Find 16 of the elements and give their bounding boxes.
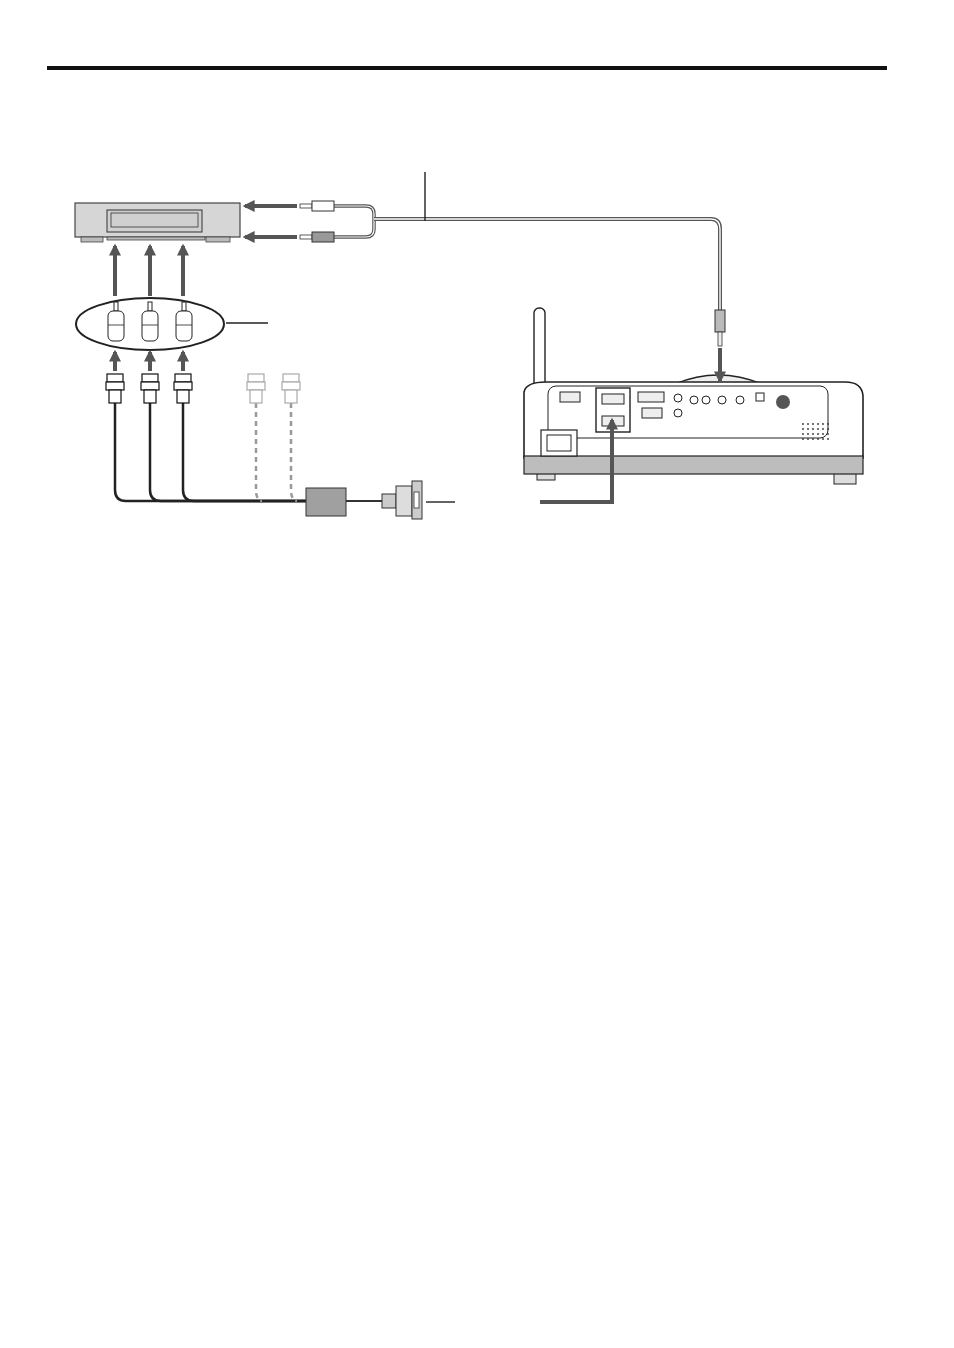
arrow [109, 243, 121, 296]
audio-cable-drawing [297, 198, 729, 348]
arrow [242, 231, 297, 243]
arrow [242, 200, 297, 212]
arrow [540, 417, 618, 504]
leader-line [424, 171, 426, 222]
projector-drawing [521, 306, 865, 486]
arrow [177, 349, 189, 371]
arrow [144, 243, 156, 296]
arrow [177, 243, 189, 296]
arrow [144, 349, 156, 371]
leader-line [425, 501, 456, 503]
arrow [109, 349, 121, 371]
leader-line [225, 322, 269, 324]
arrow [714, 348, 726, 384]
adapter-drawing [74, 296, 226, 352]
